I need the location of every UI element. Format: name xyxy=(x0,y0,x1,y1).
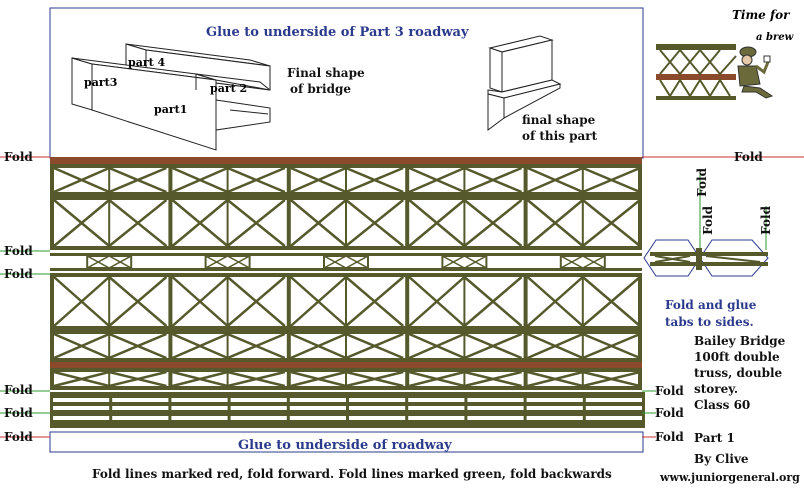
fold-label-left-4: Fold xyxy=(4,383,33,397)
bottom-glue-text: Glue to underside of roadway xyxy=(238,438,452,453)
roadway-strip-top xyxy=(50,157,642,164)
footer-website[interactable]: www.juniorgeneral.org xyxy=(660,471,800,484)
roadway-strip-bottom xyxy=(50,361,642,368)
info-line3: truss, double xyxy=(694,366,783,380)
fold-label-right-2: Fold xyxy=(655,406,684,420)
info-line1: Bailey Bridge xyxy=(694,334,786,348)
fold-label-right-1: Fold xyxy=(655,384,684,398)
fold-lines xyxy=(0,156,804,438)
footer-instructions: Fold lines marked red, fold forward. Fol… xyxy=(92,467,612,481)
bridge-caption-line1: Final shape xyxy=(287,66,365,80)
fold-label-left-3: Fold xyxy=(4,267,33,281)
bridge-caption-line2: of bridge xyxy=(290,82,352,96)
part-caption-line2: of this part xyxy=(522,129,598,143)
part-label-3: part3 xyxy=(84,76,118,89)
truss-band-3 xyxy=(50,273,642,330)
soldier-figure xyxy=(737,46,774,99)
side-note-line2: tabs to sides. xyxy=(665,315,754,329)
part-label-2: part 2 xyxy=(210,82,248,95)
part-caption-line1: final shape xyxy=(522,113,596,127)
info-line5: Class 60 xyxy=(694,398,751,412)
fold-label-right-3: Fold xyxy=(655,430,684,444)
bottom-stringers xyxy=(50,392,645,428)
fold-label-left-6: Fold xyxy=(4,430,33,444)
part-label-1: part1 xyxy=(154,103,188,116)
fold-label-left-1: Fold xyxy=(4,150,33,164)
fold-label-vertical-1: Fold xyxy=(695,168,709,197)
truss-layer xyxy=(50,157,645,428)
truss-band-4 xyxy=(50,330,642,362)
fold-label-left-5: Fold xyxy=(4,406,33,420)
fold-label-right-top: Fold xyxy=(734,150,763,164)
truss-band-1 xyxy=(50,164,642,196)
part-shape-drawing xyxy=(487,35,562,131)
bottom-glue-border xyxy=(49,431,644,453)
part-label-4: part 4 xyxy=(128,56,166,69)
info-line4: storey. xyxy=(694,382,739,396)
side-note-line1: Fold and glue xyxy=(665,298,757,312)
logo-text-line1: Time for xyxy=(732,8,790,22)
bridge-3d-drawing xyxy=(71,43,271,151)
info-author: By Clive xyxy=(694,452,749,466)
middle-brace-strip xyxy=(50,253,642,271)
truss-band-5 xyxy=(50,368,642,390)
top-panel-title: Glue to underside of Part 3 roadway xyxy=(206,25,469,40)
fold-label-vertical-2: Fold xyxy=(701,206,715,235)
tab-truss xyxy=(650,248,768,270)
brew-logo-bridge xyxy=(656,44,737,100)
info-part: Part 1 xyxy=(694,431,735,445)
logo-text-line2: a brew xyxy=(756,32,794,43)
fold-label-vertical-3: Fold xyxy=(759,206,773,235)
info-line2: 100ft double xyxy=(694,350,780,364)
fold-label-left-2: Fold xyxy=(4,244,33,258)
truss-band-2 xyxy=(50,196,642,250)
